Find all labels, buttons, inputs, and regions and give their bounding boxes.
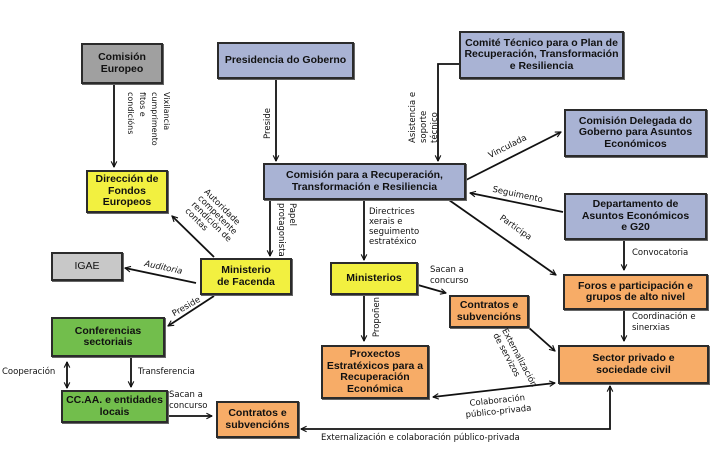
label-asistencia: Asistencia e soporte técnico [408,91,440,143]
label-transferencia: Transferencia [138,367,195,377]
label-directrices: Directrices xerais e seguimento estratéx… [369,207,420,247]
label-proponen: Propoñen [372,297,382,338]
box-ccaa: CC.AA. e entidades locais [61,390,168,423]
label-papel: Papel protagonista [276,203,297,257]
box-presidencia: Presidencia do Goberno [217,42,354,79]
label-vixilancia: Vixilancia cumprimento fitos e condición… [126,92,171,146]
label-convocatoria: Convocatoria [632,248,689,258]
label-sacan-right: Sacan a concurso [430,265,469,286]
arrow-comision-to-foros [448,199,556,276]
box-comision-rtr: Comisión para a Recuperación, Transforma… [263,163,466,200]
box-contratos-bottom: Contratos e subvencións [216,401,299,438]
label-sacan-left: Sacan a concurso [169,390,208,411]
box-igae: IGAE [51,252,123,281]
arrow-sector-contratos-bottom [301,386,610,429]
arrow-facenda-to-igae [125,268,197,284]
label-externalizacion-colab: Externalización e colaboración público-p… [321,433,520,443]
box-contratos-right: Contratos e subvencións [449,295,529,328]
arrow-facenda-to-fondos [172,216,215,258]
box-ministerio-facenda: Ministerio de Facenda [200,258,292,295]
box-comision-europeo: Comisión Europeo [81,43,163,84]
box-departamento: Departamento de Asuntos Económicos e G20 [564,193,707,240]
box-direccion-fondos: Dirección de Fondos Europeos [86,170,168,213]
label-preside-top: Preside [263,108,273,139]
arrow-ministerios-to-contratos [417,284,446,293]
box-proxectos: Proxectos Estratéxicos para a Recuperaci… [321,345,429,399]
box-conferencias: Conferencias sectoriais [51,317,165,357]
label-coordinacion: Coordinación e sinerxias [632,312,696,333]
box-ministerios: Ministerios [330,262,418,295]
box-sector-privado: Sector privado e sociedade civil [558,345,709,384]
arrow-comision-to-delegada [465,131,561,181]
arrow-contratos-to-sector [527,326,555,351]
arrow-comite-to-comision [438,63,459,161]
box-comision-delegada: Comisión Delegada do Goberno para Asunto… [564,109,707,157]
box-foros: Foros e participación e grupos de alto n… [563,274,708,310]
arrow-facenda-to-conferencias [168,295,215,327]
box-comite-tecnico: Comité Técnico para o Plan de Recuperaci… [459,31,624,79]
arrow-departamento-to-comision [470,193,564,213]
label-cooperacion: Cooperación [2,367,56,377]
